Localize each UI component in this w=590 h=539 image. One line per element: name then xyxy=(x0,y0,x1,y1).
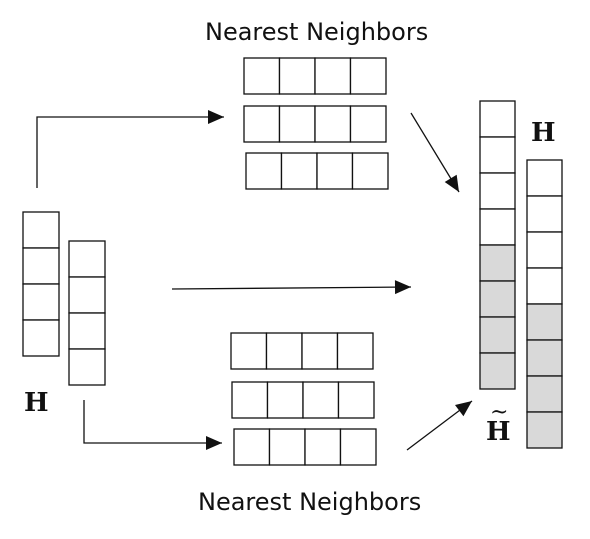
right-h-column-cell xyxy=(526,375,563,413)
h-tilde-column-cell xyxy=(479,172,516,210)
h-tilde-column-cell xyxy=(479,316,516,354)
arrow-h-to-h-tilde xyxy=(171,286,412,290)
h-tilde-mark: ~ xyxy=(490,400,508,425)
bottom-neighbor-row-3-cell xyxy=(304,428,342,466)
h-tilde-column-cell xyxy=(479,208,516,246)
h-tilde-column-cell xyxy=(479,100,516,138)
arrow-h-to-top-neighbors-head xyxy=(208,110,224,124)
arrow-h-to-top-neighbors xyxy=(36,116,224,188)
h-tilde-column-cell xyxy=(479,280,516,318)
left-h-column-2-cell xyxy=(68,312,106,350)
bottom-neighbor-row-2-cell xyxy=(337,381,375,419)
left-h-label: H xyxy=(24,388,49,418)
bottom-neighbor-row-1-cell xyxy=(336,332,374,370)
h-tilde-column-cell xyxy=(479,352,516,390)
arrow-bottom-neighbors-to-h-tilde-head xyxy=(455,401,472,417)
arrow-h-to-bottom-neighbors xyxy=(83,400,222,444)
arrow-top-neighbors-to-h-tilde-head xyxy=(444,174,459,192)
bottom-neighbor-row-2-cell xyxy=(231,381,269,419)
left-h-column-1-cell xyxy=(22,211,60,249)
h-tilde-column-cell xyxy=(479,136,516,174)
h-tilde-label: H xyxy=(486,417,511,447)
bottom-neighbor-row-2-cell xyxy=(302,381,340,419)
h-tilde-column-cell xyxy=(479,244,516,282)
left-h-column-1-cell xyxy=(22,319,60,357)
left-h-column-2-cell xyxy=(68,348,106,386)
arrow-h-to-h-tilde-head xyxy=(394,280,411,295)
right-h-label: H xyxy=(531,118,556,148)
top-neighbor-row-1-cell xyxy=(314,57,352,95)
bottom-neighbor-row-3-cell xyxy=(339,428,377,466)
top-neighbor-row-1-cell xyxy=(243,57,281,95)
left-h-column-2-cell xyxy=(68,240,106,278)
top-neighbor-row-1-cell xyxy=(278,57,316,95)
left-h-column-2-cell xyxy=(68,276,106,314)
right-h-column-cell xyxy=(526,303,563,341)
right-h-column-cell xyxy=(526,159,563,197)
right-h-column-cell xyxy=(526,267,563,305)
bottom-neighbor-row-1-cell xyxy=(265,332,303,370)
bottom-neighbor-row-3-cell xyxy=(268,428,306,466)
left-h-column-1-cell xyxy=(22,247,60,285)
bottom-neighbors-label: Nearest Neighbors xyxy=(198,488,421,516)
right-h-column-cell xyxy=(526,339,563,377)
top-neighbor-row-2-cell xyxy=(349,105,387,143)
top-neighbor-row-3-cell xyxy=(316,152,354,190)
right-h-column-cell xyxy=(526,231,563,269)
right-h-column-cell xyxy=(526,195,563,233)
bottom-neighbor-row-3-cell xyxy=(233,428,271,466)
connector-arrows xyxy=(36,110,473,451)
bottom-neighbor-row-1-cell xyxy=(301,332,339,370)
vector-cells xyxy=(22,57,563,466)
left-h-column-1-cell xyxy=(22,283,60,321)
top-neighbor-row-2-cell xyxy=(314,105,352,143)
top-neighbor-row-2-cell xyxy=(278,105,316,143)
top-neighbor-row-3-cell xyxy=(245,152,283,190)
top-neighbor-row-2-cell xyxy=(243,105,281,143)
top-neighbor-row-3-cell xyxy=(280,152,318,190)
bottom-neighbor-row-1-cell xyxy=(230,332,268,370)
top-neighbor-row-3-cell xyxy=(351,152,389,190)
arrow-h-to-bottom-neighbors-head xyxy=(206,436,222,450)
bottom-neighbor-row-2-cell xyxy=(266,381,304,419)
top-neighbors-label: Nearest Neighbors xyxy=(205,18,428,46)
top-neighbor-row-1-cell xyxy=(349,57,387,95)
right-h-column-cell xyxy=(526,411,563,449)
